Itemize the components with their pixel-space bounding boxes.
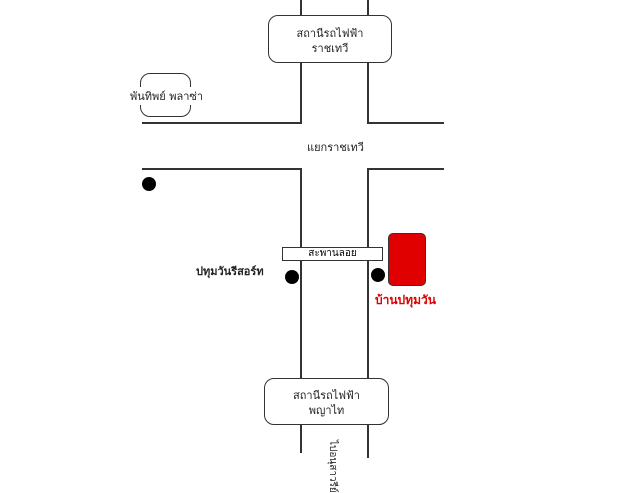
road-top-left (142, 122, 302, 124)
intersection-label: แยกราชเทวี (307, 141, 364, 154)
station-ratchathewi: สถานีรถไฟฟ้า ราชเทวี (268, 15, 392, 63)
road-bottom-left (142, 168, 302, 170)
station-name-line2: พญาไท (308, 404, 345, 417)
road-top-right (367, 122, 444, 124)
station-name: สถานีรถไฟฟ้า (293, 389, 360, 402)
resort-label: ปทุมวันรีสอร์ท (196, 265, 264, 278)
pantip-label: พันทิพย์ พลาซ่า (130, 87, 204, 105)
station-phayathai: สถานีรถไฟฟ้า พญาไท (264, 378, 389, 425)
resort-dot (285, 270, 299, 284)
marker-dot (142, 177, 156, 191)
destination-label: บ้านปทุมวัน (375, 293, 436, 307)
road-left-lower (300, 168, 302, 453)
destination-dot (371, 268, 385, 282)
station-name-line2: ราชเทวี (311, 42, 349, 55)
direction-label: ไปอนุสาวรีย์ (327, 440, 338, 493)
road-right-lower (367, 168, 369, 458)
road-bottom-right (367, 168, 444, 170)
destination-building (388, 233, 426, 286)
bridge: สะพานลอย (282, 247, 383, 261)
bridge-label: สะพานลอย (308, 248, 357, 259)
station-name: สถานีรถไฟฟ้า (296, 27, 364, 40)
